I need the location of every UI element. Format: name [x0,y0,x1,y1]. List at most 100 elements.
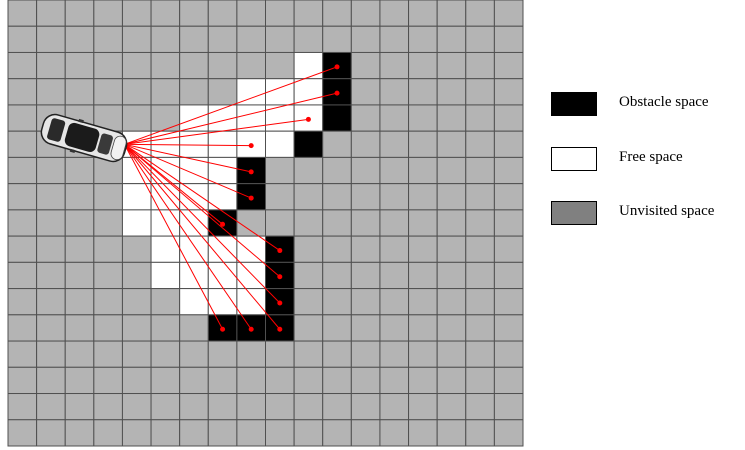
grid-cell-free [237,79,266,105]
legend-swatch-obstacle [551,92,597,116]
grid-cell-unvisited [122,0,151,26]
grid-cell-unvisited [466,79,495,105]
grid-cell-unvisited [266,184,295,210]
grid-cell-unvisited [180,341,209,367]
grid-cell-unvisited [294,157,323,183]
grid-cell-unvisited [351,105,380,131]
ray-hit-point [277,248,282,253]
legend-label-unvisited: Unvisited space [619,203,714,220]
grid-cell-unvisited [122,52,151,78]
grid-cell-free [151,262,180,288]
grid-cell-unvisited [151,367,180,393]
grid-cell-unvisited [37,26,66,52]
grid-cell-unvisited [494,341,523,367]
grid-cell-unvisited [437,210,466,236]
grid-cell-unvisited [409,210,438,236]
ray-hit-point [277,274,282,279]
legend-label-obstacle: Obstacle space [619,94,709,111]
grid-cell-unvisited [122,79,151,105]
grid-cell-unvisited [380,315,409,341]
grid-cell-unvisited [180,52,209,78]
grid-cell-unvisited [237,367,266,393]
grid-cell-unvisited [65,262,94,288]
grid-cell-unvisited [151,52,180,78]
grid-cell-unvisited [466,341,495,367]
grid-cells [8,0,523,446]
grid-cell-unvisited [494,289,523,315]
grid-cell-unvisited [37,79,66,105]
grid-cell-unvisited [380,26,409,52]
grid-cell-unvisited [409,262,438,288]
grid-cell-unvisited [65,420,94,446]
grid-cell-unvisited [8,367,37,393]
grid-cell-unvisited [65,0,94,26]
grid-cell-unvisited [237,341,266,367]
grid-cell-unvisited [94,420,123,446]
grid-cell-unvisited [294,236,323,262]
grid-cell-unvisited [266,210,295,236]
grid-cell-unvisited [494,26,523,52]
grid-cell-unvisited [351,315,380,341]
grid-cell-unvisited [180,420,209,446]
grid-cell-unvisited [323,315,352,341]
grid-cell-unvisited [37,394,66,420]
grid-cell-unvisited [237,420,266,446]
grid-cell-unvisited [409,236,438,262]
grid-cell-unvisited [323,394,352,420]
grid-cell-unvisited [266,0,295,26]
grid-cell-unvisited [37,289,66,315]
grid-cell-unvisited [380,105,409,131]
grid-cell-unvisited [494,79,523,105]
grid-cell-unvisited [8,79,37,105]
grid-cell-unvisited [494,367,523,393]
grid-cell-unvisited [494,394,523,420]
grid-cell-unvisited [437,420,466,446]
grid-cell-unvisited [208,420,237,446]
grid-cell-unvisited [294,184,323,210]
grid-cell-unvisited [437,394,466,420]
grid-cell-unvisited [208,79,237,105]
grid-cell-free [237,289,266,315]
grid-cell-unvisited [466,157,495,183]
grid-cell-unvisited [8,210,37,236]
grid-cell-unvisited [437,236,466,262]
grid-cell-unvisited [466,420,495,446]
grid-cell-unvisited [180,79,209,105]
grid-cell-unvisited [409,420,438,446]
grid-cell-unvisited [8,262,37,288]
legend-label-free: Free space [619,149,683,166]
grid-cell-unvisited [380,236,409,262]
grid-cell-unvisited [151,289,180,315]
grid-cell-unvisited [94,0,123,26]
grid-cell-unvisited [380,394,409,420]
grid-cell-unvisited [380,0,409,26]
legend-swatch-free [551,147,597,171]
grid-cell-unvisited [380,184,409,210]
grid-cell-unvisited [208,341,237,367]
grid-cell-unvisited [65,367,94,393]
grid-cell-unvisited [266,157,295,183]
grid-cell-free [237,236,266,262]
grid-cell-unvisited [294,0,323,26]
grid-cell-free [180,184,209,210]
grid-cell-unvisited [94,184,123,210]
grid-cell-unvisited [122,367,151,393]
grid-cell-unvisited [351,210,380,236]
grid-cell-unvisited [37,52,66,78]
grid-cell-unvisited [65,157,94,183]
grid-cell-unvisited [380,262,409,288]
grid-cell-unvisited [8,394,37,420]
grid-cell-unvisited [122,26,151,52]
grid-cell-unvisited [351,79,380,105]
grid-cell-unvisited [380,210,409,236]
grid-cell-unvisited [294,289,323,315]
grid-cell-unvisited [494,315,523,341]
grid-cell-free [266,131,295,157]
grid-cell-unvisited [351,341,380,367]
grid-cell-unvisited [8,420,37,446]
grid-cell-unvisited [37,210,66,236]
grid-cell-unvisited [409,341,438,367]
grid-cell-unvisited [494,0,523,26]
grid-cell-unvisited [409,52,438,78]
grid-cell-unvisited [208,26,237,52]
